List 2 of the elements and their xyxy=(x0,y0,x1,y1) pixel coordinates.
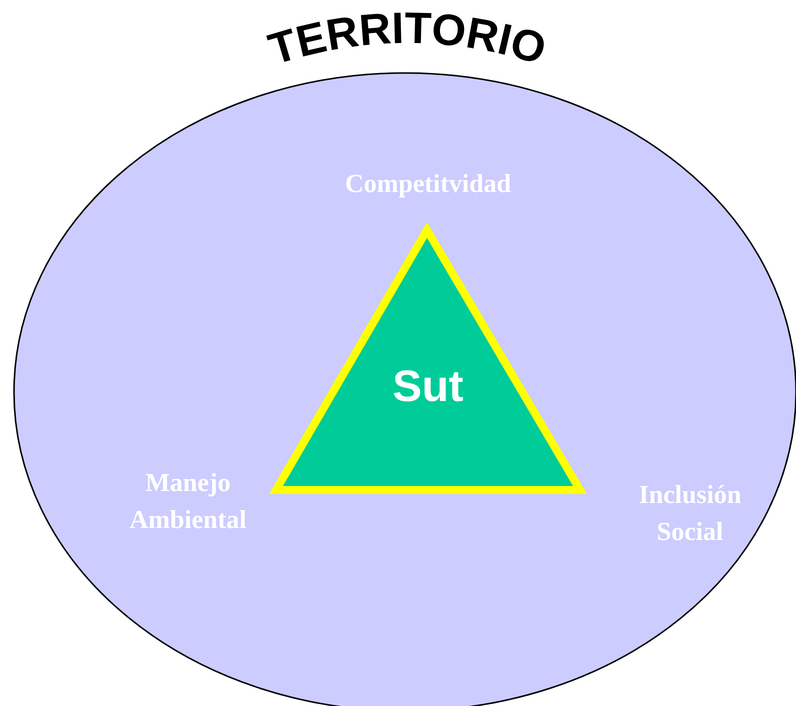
title-text: TERRITORIO xyxy=(263,4,552,74)
triangle-label: Sut xyxy=(392,362,464,412)
